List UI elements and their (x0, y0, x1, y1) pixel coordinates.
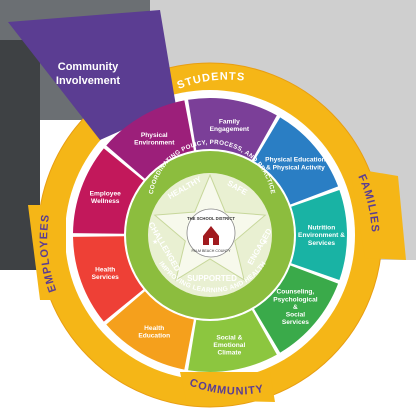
segment-0 (254, 117, 339, 205)
segment-label-line: Education (138, 333, 170, 340)
segment-label-line: & (293, 304, 298, 311)
community-involvement-wedge (8, 10, 176, 140)
logo-top-text: THE SCHOOL DISTRICT (187, 216, 235, 221)
segment-6 (73, 148, 144, 234)
component-segments: Physical Education& Physical ActivityNut… (73, 98, 347, 372)
segment-label-line: Physical (141, 132, 168, 139)
segment-5 (73, 236, 144, 322)
segment-label-0: Physical Education& Physical Activity (265, 157, 325, 172)
segment-7 (106, 100, 194, 179)
segment-label-line: Family (219, 119, 240, 126)
segment-label-line: Environment (134, 139, 175, 146)
segment-label-line: Engagement (210, 126, 250, 133)
community-flag (180, 372, 275, 402)
segment-3 (188, 310, 277, 372)
segment-label-line: Physical Education (265, 157, 325, 164)
segment-4 (106, 291, 194, 370)
core-star-mark-left: ★ (152, 238, 158, 246)
employees-flag (28, 205, 66, 300)
community-involvement-line1: Community (58, 61, 119, 73)
segment-label-line: Health (95, 267, 115, 274)
segment-label-line: Counseling, (277, 289, 315, 296)
segment-label-line: Climate (217, 350, 241, 357)
segment-label-line: Services (92, 274, 119, 281)
segment-label-line: Nutrition (308, 225, 335, 232)
segment-label-line: Health (144, 325, 164, 332)
segment-label-line: Services (282, 319, 309, 326)
segment-label-line: Environment & (298, 232, 345, 239)
families-flag (350, 168, 406, 260)
segment-2 (254, 265, 339, 353)
segment-label-line: Wellness (91, 198, 120, 205)
segment-1 (291, 189, 347, 281)
schoolhouse-icon (203, 226, 219, 245)
schoolhouse-door (209, 238, 213, 245)
segment-label-line: Employee (90, 190, 121, 197)
segment-label-line: Social (286, 311, 306, 318)
segment-label-line: Social & (216, 334, 242, 341)
segment-label-line: Psychological (273, 296, 318, 303)
district-logo: THE SCHOOL DISTRICT PALM BEACH COUNTY (186, 208, 236, 258)
segment-label-line: & Physical Activity (266, 164, 325, 171)
segment-label-line: Emotional (213, 342, 245, 349)
logo-bottom-text: PALM BEACH COUNTY (191, 249, 231, 253)
community-involvement-line2: Involvement (56, 75, 121, 87)
segment-8 (188, 98, 277, 160)
segment-label-line: Services (308, 240, 335, 247)
star-word-supported: SUPPORTED (187, 274, 237, 283)
core-star-mark-right: ★ (262, 238, 268, 246)
